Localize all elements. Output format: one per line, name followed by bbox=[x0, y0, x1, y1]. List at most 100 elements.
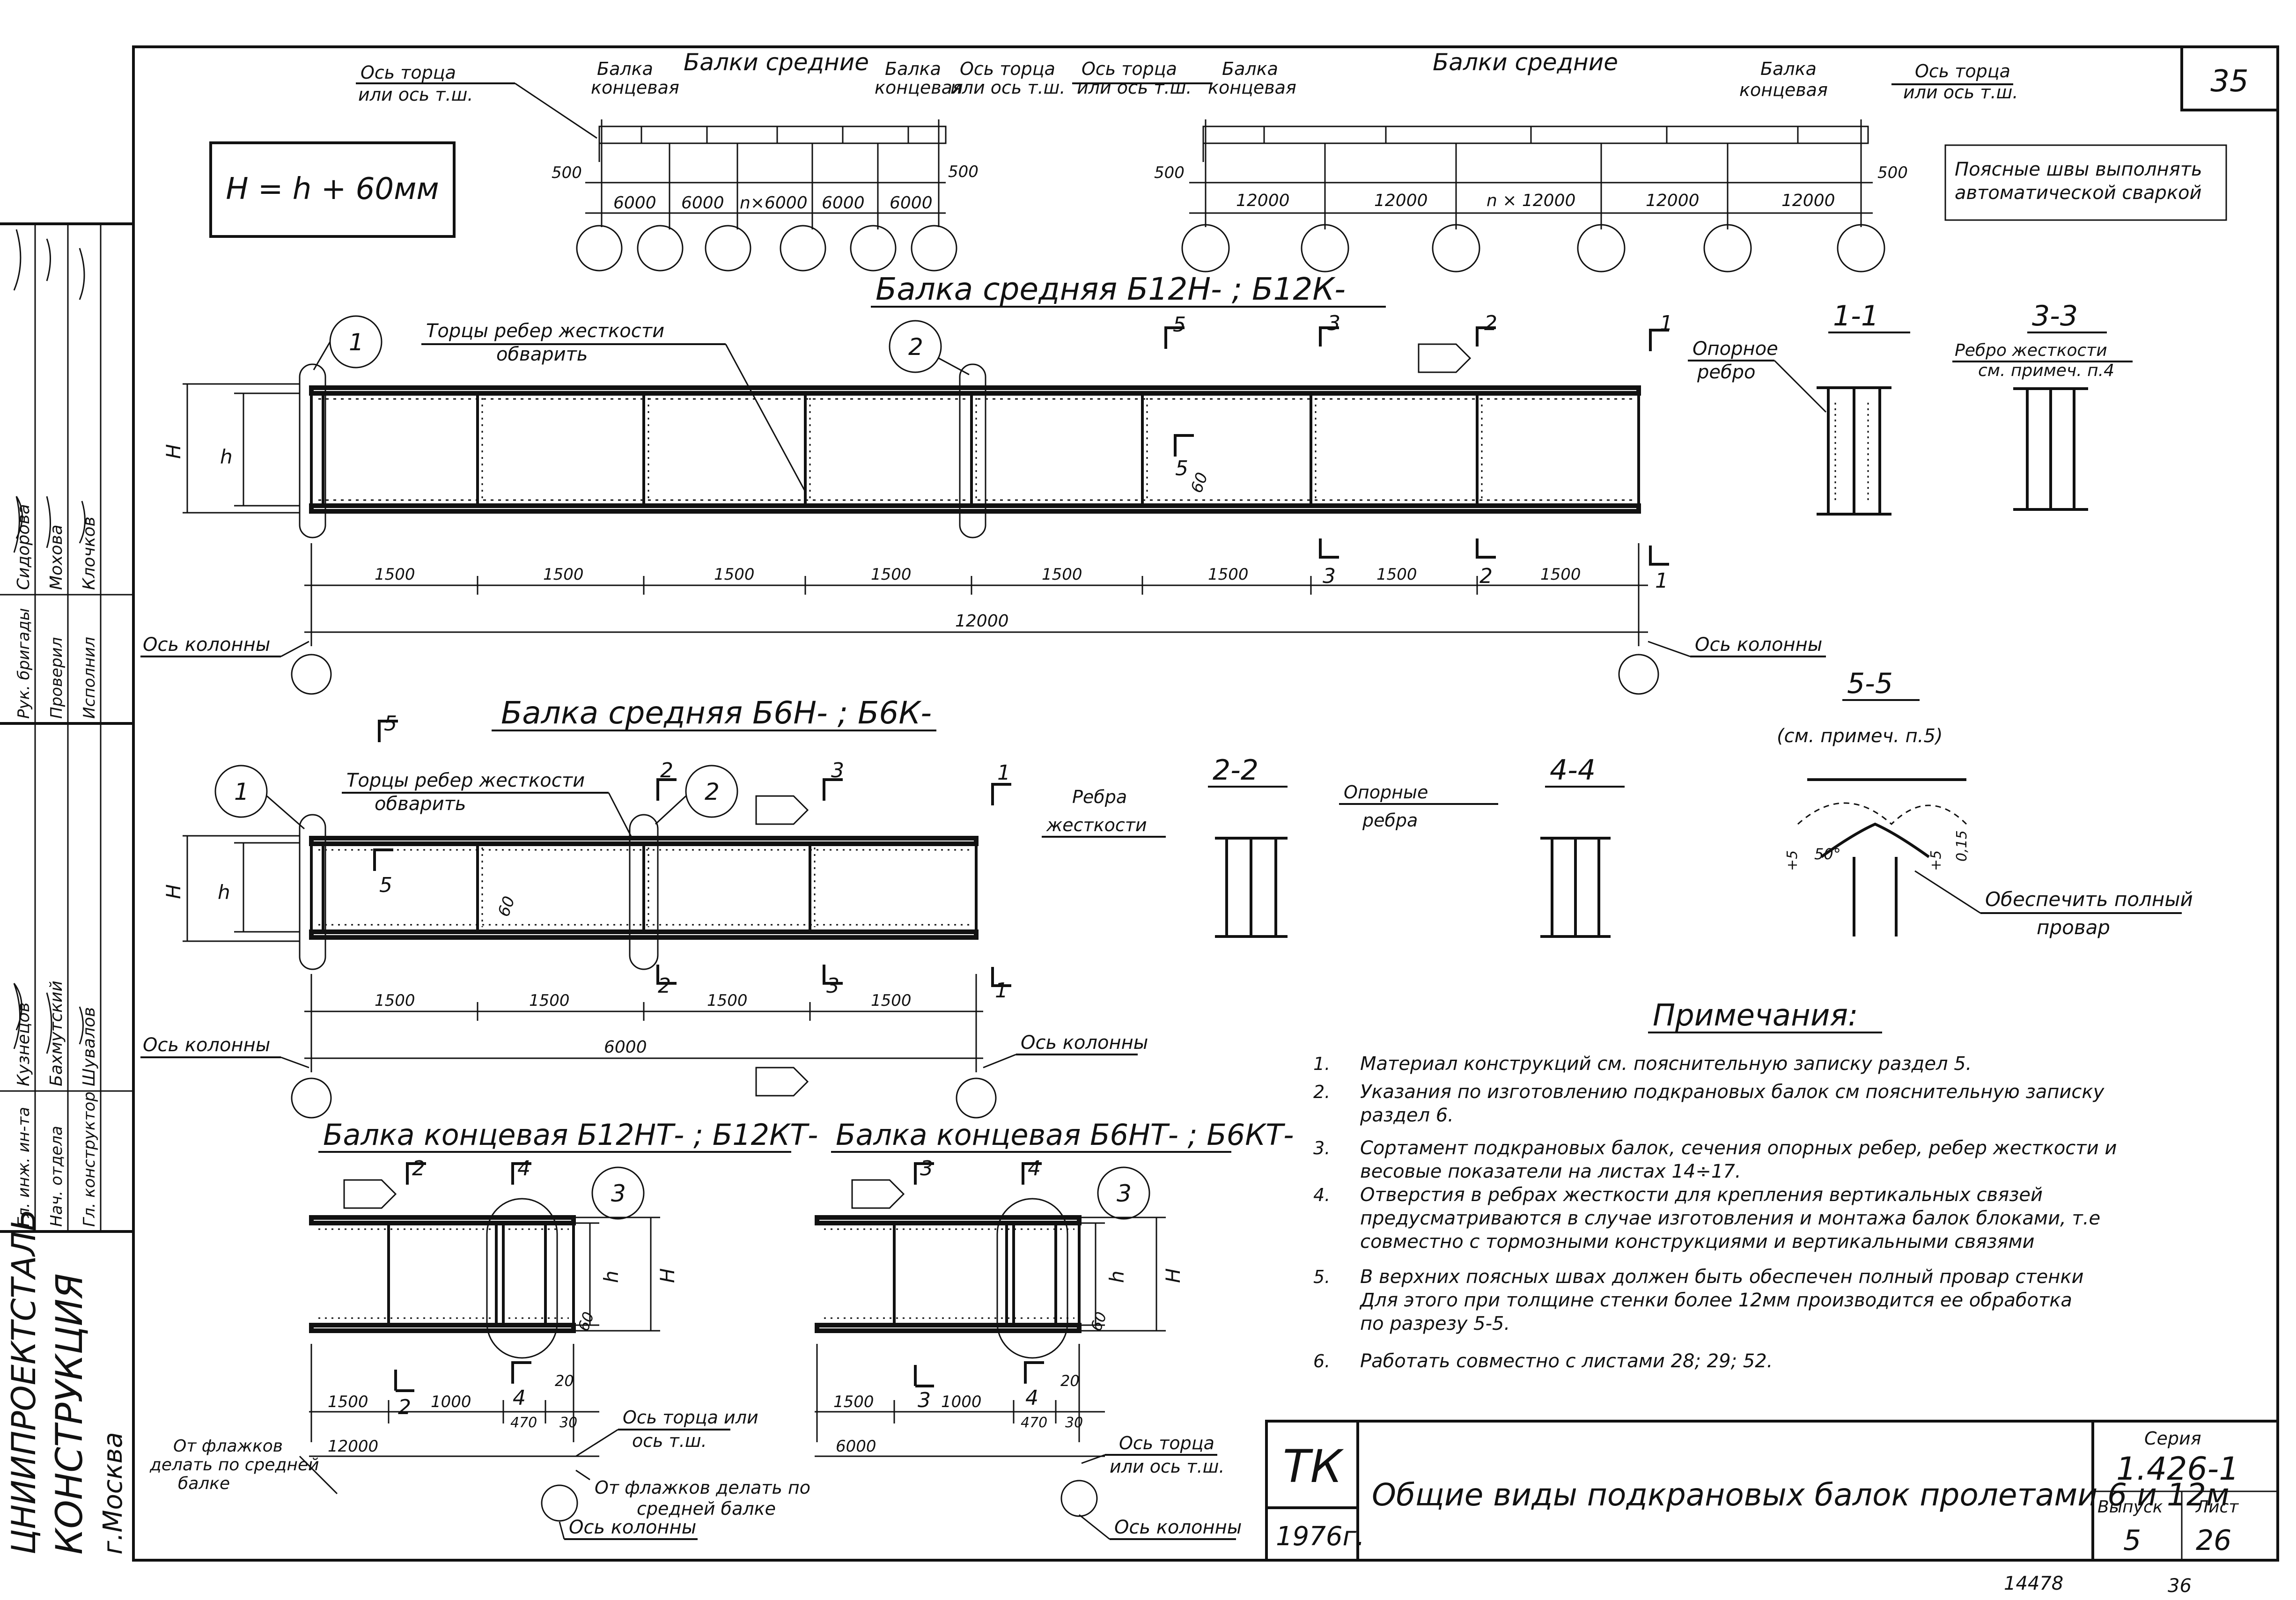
section-44-label-1: Опорные bbox=[1344, 782, 1428, 803]
beam12-60: 60 bbox=[1187, 470, 1212, 495]
beam6-title: Балка средняя Б6Н- ; Б6К- bbox=[501, 695, 932, 731]
beam-12-elevation: Балка средняя Б12Н- ; Б12К- Торцы ребер … bbox=[140, 271, 1827, 695]
margin-number-2: 36 bbox=[2168, 1575, 2192, 1597]
beam6-mark-3b: 3 bbox=[826, 974, 839, 998]
section-44-label-2: ребра bbox=[1362, 810, 1418, 831]
weld-note-line1: Поясные швы выполнять bbox=[1955, 159, 2202, 180]
end6-flag-2: средней балке bbox=[637, 1498, 776, 1519]
title-sheet: 26 bbox=[2196, 1524, 2231, 1557]
weld-note-line2: автоматической сваркой bbox=[1955, 182, 2202, 204]
beam6-mark-3: 3 bbox=[831, 759, 844, 782]
note-4-l2: предусматриваются в случае изготовления … bbox=[1360, 1208, 2100, 1229]
beam12-span-7: 1500 bbox=[1376, 565, 1417, 584]
scheme-right-axis-r2: или ось т.ш. bbox=[1903, 82, 2018, 103]
end12-flag-1: От флажков bbox=[173, 1437, 283, 1456]
end12-axis-end-2: ось т.ш. bbox=[632, 1430, 707, 1451]
beam12-title: Балка средняя Б12Н- ; Б12К- bbox=[876, 271, 1346, 307]
section-44-title: 4-4 bbox=[1550, 754, 1596, 787]
beam12-mark-3b: 3 bbox=[1323, 564, 1336, 588]
end12-20: 20 bbox=[555, 1372, 574, 1390]
scheme-left-axis-end-1: Ось торца bbox=[361, 62, 456, 83]
scheme-left-overhang-r: 500 bbox=[948, 162, 979, 181]
beam12-callout-2-label: 2 bbox=[908, 333, 923, 361]
end12-mark-2: 2 bbox=[412, 1157, 425, 1180]
beam12-mark-1: 1 bbox=[1660, 311, 1673, 335]
section-22-label-2: жесткости bbox=[1046, 815, 1147, 835]
end6-mark-3: 3 bbox=[920, 1157, 933, 1180]
end12-axis-end-1: Ось торца или bbox=[623, 1407, 758, 1428]
section-33-label-1: Ребро жесткости bbox=[1955, 341, 2107, 360]
scheme-left-end-beam-l1: Балка bbox=[597, 59, 653, 79]
end12-1000: 1000 bbox=[431, 1393, 471, 1411]
scheme-left-axis-end-2: или ось т.ш. bbox=[358, 84, 473, 105]
scheme-left-end-beam-r1: Балка bbox=[885, 59, 941, 79]
title-main: Общие виды подкрановых балок пролетами 6… bbox=[1372, 1477, 2230, 1513]
stamp-name-4: Сидорова bbox=[14, 504, 33, 590]
note-5-num: 5. bbox=[1313, 1267, 1330, 1287]
beam12-span-8: 1500 bbox=[1540, 565, 1581, 584]
beam12-support-rib-2: ребро bbox=[1697, 361, 1756, 383]
section-22-label-1: Ребра bbox=[1072, 787, 1127, 807]
beam6-callout-2-label: 2 bbox=[705, 778, 720, 805]
section-5-5: 5-5 (см. примеч. п.5) 50° 0,15 +5 +5 Обе… bbox=[1777, 667, 2193, 939]
end6-callout-label: 3 bbox=[1117, 1180, 1132, 1207]
section-33-title: 3-3 bbox=[2032, 300, 2078, 332]
end6-20: 20 bbox=[1060, 1372, 1080, 1390]
note-1-num: 1. bbox=[1313, 1054, 1330, 1074]
section-33-label-2: см. примеч. п.4 bbox=[1978, 361, 2114, 380]
beam12-support-rib-1: Опорное bbox=[1693, 338, 1778, 360]
beam6-callout-2 bbox=[685, 765, 738, 818]
beam6-mark-5: 5 bbox=[384, 712, 397, 736]
end6-470: 470 bbox=[1021, 1415, 1047, 1431]
section-22-title: 2-2 bbox=[1213, 754, 1258, 787]
scheme-right-end-l2: концевая bbox=[1208, 77, 1296, 98]
title-block: ТК 1976г. Общие виды подкрановых балок п… bbox=[1265, 1420, 2279, 1562]
beam6-span-4: 1500 bbox=[871, 991, 912, 1010]
beam-6-elevation: Балка средняя Б6Н- ; Б6К- Торцы ребер же… bbox=[140, 695, 1148, 1119]
stamp-role-1: Гл. инж. ин-та bbox=[15, 1107, 33, 1227]
note-4-num: 4. bbox=[1313, 1185, 1330, 1205]
sheet-frame bbox=[132, 45, 2279, 1562]
title-sheet-label: Лист bbox=[2195, 1497, 2239, 1517]
end6-60: 60 bbox=[1087, 1309, 1111, 1333]
beam6-mark-5b: 5 bbox=[379, 873, 392, 897]
beam6-mark-1: 1 bbox=[997, 761, 1010, 785]
end6-axis-col: Ось колонны bbox=[1114, 1517, 1242, 1538]
note-3-num: 3. bbox=[1313, 1138, 1330, 1158]
beam6-60: 60 bbox=[494, 894, 519, 919]
section-11-title: 1-1 bbox=[1833, 300, 1879, 332]
end6-30: 30 bbox=[1065, 1415, 1083, 1431]
end6-callout bbox=[1097, 1166, 1150, 1220]
end12-total: 12000 bbox=[328, 1437, 378, 1456]
beam6-callout-1-label: 1 bbox=[234, 778, 249, 805]
end12-H: H bbox=[656, 1268, 679, 1283]
sheet-number: 35 bbox=[2210, 64, 2248, 99]
stamp-role-4: Рук. бригады bbox=[15, 608, 33, 719]
scheme-right-axis-r1: Ось торца bbox=[1915, 61, 2010, 81]
end12-30: 30 bbox=[559, 1415, 577, 1431]
end-beam-6: Балка концевая Б6НТ- ; Б6КТ- 3 3 4 3 4 h… bbox=[575, 1118, 1294, 1540]
beam6-axis-left: Ось колонны bbox=[143, 1034, 270, 1056]
beam6-total: 6000 bbox=[604, 1038, 647, 1057]
note-3-l2: весовые показатели на листах 14÷17. bbox=[1360, 1161, 1741, 1182]
beam6-h: h bbox=[218, 881, 230, 904]
title-issue: 5 bbox=[2123, 1524, 2141, 1557]
end6-axis-end-2: или ось т.ш. bbox=[1110, 1456, 1224, 1477]
org-name-line2: КОНСТРУКЦИЯ bbox=[49, 1273, 91, 1555]
section-4-4: 4-4 Опорные ребра bbox=[1339, 754, 1625, 938]
note-5-l3: по разрезу 5-5. bbox=[1360, 1313, 1510, 1335]
beam12-H: H bbox=[162, 444, 185, 459]
section-1-1: 1-1 bbox=[1817, 300, 1910, 516]
sheet-number-box bbox=[2180, 45, 2279, 111]
end12-callout-label: 3 bbox=[611, 1180, 626, 1207]
scheme-right-span-2: 12000 bbox=[1374, 191, 1428, 210]
section-55-dim-2: +5 bbox=[1784, 850, 1801, 871]
beam12-span-4: 1500 bbox=[871, 565, 912, 584]
weld-note-box: Поясные швы выполнять автоматической сва… bbox=[1944, 144, 2227, 221]
scheme-left-end-beam-l2: концевая bbox=[591, 77, 679, 98]
beam6-mark-1b: 1 bbox=[995, 979, 1008, 1003]
scheme-right-span-3: n × 12000 bbox=[1487, 191, 1575, 210]
scheme-right-end-r2: концевая bbox=[1739, 80, 1828, 100]
beam12-mark-2: 2 bbox=[1484, 311, 1497, 335]
scheme-right-end-l1: Балка bbox=[1222, 59, 1278, 79]
